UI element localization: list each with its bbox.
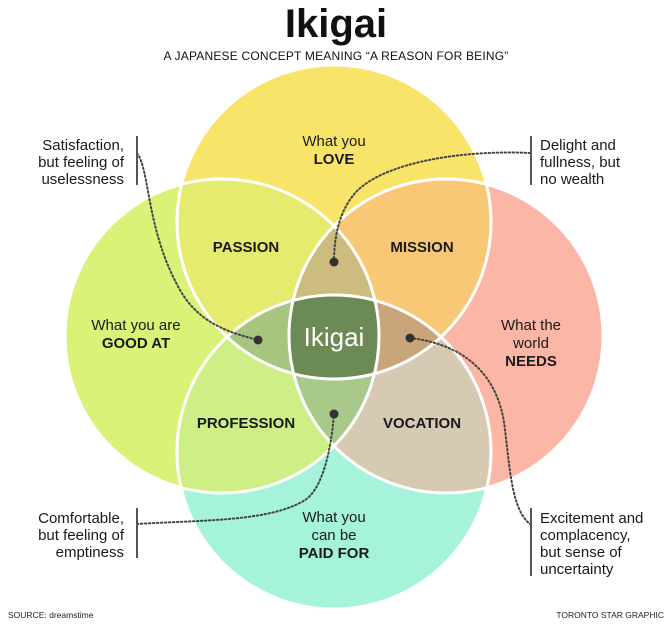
good-at-label-line2: GOOD AT [102, 335, 170, 352]
connector-dot-top-right [329, 257, 339, 267]
zone-passion-label: PASSION [213, 239, 279, 256]
zone-vocation-label: VOCATION [383, 415, 461, 432]
love-label-line1: What you [302, 133, 365, 150]
needs-label-line3: NEEDS [505, 353, 557, 370]
paid-for-label-line2: can be [311, 527, 356, 544]
page-title: Ikigai [285, 2, 387, 46]
needs-label-line1: What the [501, 317, 561, 334]
note-top-right-line1: Delight and [540, 137, 616, 154]
note-bottom-right-line4: uncertainty [540, 561, 614, 578]
connector-top-right [333, 151, 531, 263]
good-at-label-line1: What you are [91, 317, 180, 334]
center-label: Ikigai [304, 322, 365, 352]
needs-label-line2: world [512, 335, 549, 352]
note-bottom-left: Comfortable, but feeling of emptiness [38, 508, 138, 561]
connector-top-left [136, 152, 259, 341]
page-subtitle: A JAPANESE CONCEPT MEANING “A REASON FOR… [163, 49, 508, 63]
connector-dot-bottom-left [329, 409, 339, 419]
footer-source: SOURCE: dreamstime [8, 610, 94, 620]
note-bottom-right-line2: complacency, [540, 527, 631, 544]
note-bottom-left-line1: Comfortable, [38, 510, 124, 527]
connectors [136, 151, 531, 525]
note-top-left: Satisfaction, but feeling of uselessness [38, 136, 138, 188]
connector-bottom-left [136, 413, 335, 525]
connector-dot-bottom-right [405, 333, 415, 343]
note-bottom-right: Excitement and complacency, but sense of… [530, 508, 643, 578]
note-bottom-right-line1: Excitement and [540, 510, 643, 527]
love-label-line2: LOVE [314, 151, 355, 168]
note-top-right-line3: no wealth [540, 171, 604, 188]
paid-for-label-line3: PAID FOR [299, 545, 370, 562]
note-bottom-left-line3: emptiness [56, 544, 124, 561]
connector-bottom-right [409, 337, 531, 525]
note-top-left-line2: but feeling of [38, 154, 125, 171]
zone-mission-label: MISSION [390, 239, 453, 256]
footer-credit: TORONTO STAR GRAPHIC [556, 610, 664, 620]
note-bottom-left-line2: but feeling of [38, 527, 125, 544]
connector-dot-top-left [253, 335, 263, 345]
circle-outlines [63, 63, 605, 611]
paid-for-label-line1: What you [302, 509, 365, 526]
zone-profession-label: PROFESSION [197, 415, 295, 432]
note-bottom-right-line3: but sense of [540, 544, 623, 561]
note-top-left-line3: uselessness [41, 171, 124, 188]
note-top-left-line1: Satisfaction, [42, 137, 124, 154]
note-top-right-line2: fullness, but [540, 154, 621, 171]
note-top-right: Delight and fullness, but no wealth [530, 136, 621, 188]
